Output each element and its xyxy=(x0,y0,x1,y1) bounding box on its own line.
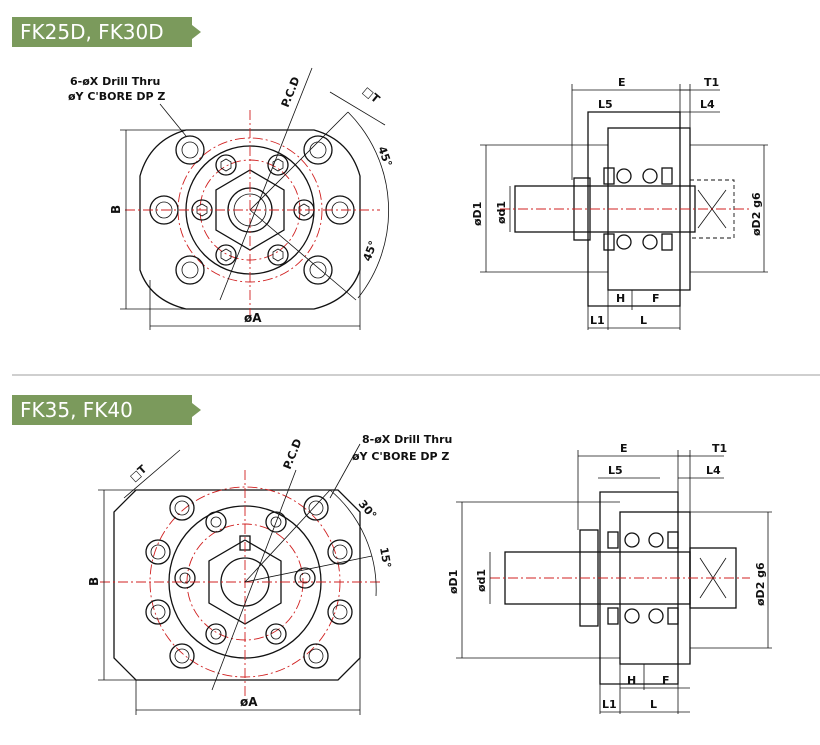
bottom-side-dim-l5: L5 xyxy=(608,464,623,477)
top-angle-arc xyxy=(347,111,389,299)
bottom-bearings xyxy=(607,531,679,625)
section-header-bottom-label: FK35, FK40 xyxy=(20,398,133,422)
bottom-flange-outline xyxy=(113,489,361,681)
top-square-dim xyxy=(329,91,386,126)
top-side-dim-l4: L4 xyxy=(700,98,715,111)
top-side-dim-d2: øD2 g6 xyxy=(750,192,763,236)
top-side-dim-f: F xyxy=(652,292,660,305)
top-pcd-label: P.C.D xyxy=(279,75,303,109)
bottom-front-view: 8-øX Drill Thru øY C'BORE DP Z P.C.D □T … xyxy=(87,433,452,715)
top-hole-note-1: 6-øX Drill Thru xyxy=(70,75,160,88)
bottom-side-dim-l4: L4 xyxy=(706,464,721,477)
top-angle-upper: 45° xyxy=(375,145,394,169)
top-side-dim-h: H xyxy=(616,292,625,305)
bottom-mount-holes xyxy=(145,495,353,669)
bottom-socket-screws xyxy=(174,511,316,645)
bottom-side-dim-t1: T1 xyxy=(712,442,727,455)
bottom-dim-b: B xyxy=(87,577,101,586)
section-header-top-label: FK25D, FK30D xyxy=(20,20,164,44)
top-side-dim-small-d1: ød1 xyxy=(495,201,508,224)
section-header-top: FK25D, FK30D xyxy=(12,17,201,47)
top-side-dim-d1: øD1 xyxy=(471,202,484,226)
top-side-dim-l1: L1 xyxy=(590,314,605,327)
bottom-hole-note-1: 8-øX Drill Thru xyxy=(362,433,452,446)
bottom-pcd-label: P.C.D xyxy=(281,437,305,471)
bottom-side-dim-l1: L1 xyxy=(602,698,617,711)
bottom-dim-a: øA xyxy=(240,695,258,709)
bottom-side-dim-l: L xyxy=(650,698,657,711)
top-bearings xyxy=(603,167,673,251)
top-side-dim-l: L xyxy=(640,314,647,327)
bottom-flange-body xyxy=(619,511,679,665)
bottom-angle-lower: 15° xyxy=(377,546,393,569)
top-side-view: E T1 L5 L4 øD1 ød1 øD2 g6 H F L1 L xyxy=(471,76,768,330)
section-divider xyxy=(12,374,820,376)
section-header-bottom: FK35, FK40 xyxy=(12,395,201,425)
bottom-housing-outline xyxy=(599,491,691,685)
top-front-view: 6-øX Drill Thru øY C'BORE DP Z P.C.D □T … xyxy=(68,67,395,330)
bottom-side-dim-small-d1: ød1 xyxy=(475,569,488,592)
top-hole-note-2: øY C'BORE DP Z xyxy=(68,90,165,103)
bottom-center-lines xyxy=(100,469,380,700)
bottom-square-label: □T xyxy=(127,462,149,484)
top-side-dim-t1: T1 xyxy=(704,76,719,89)
bottom-side-view: E T1 L5 L4 øD1 ød1 øD2 g6 H F L1 L xyxy=(447,442,772,714)
bottom-side-dim-d1: øD1 xyxy=(447,570,460,594)
top-angle-lower: 45° xyxy=(361,239,380,263)
top-square-label: □T xyxy=(360,84,382,106)
top-dim-a: øA xyxy=(244,311,262,325)
top-note-leader xyxy=(159,103,187,137)
bottom-side-dim-e: E xyxy=(620,442,628,455)
bottom-angle-upper: 30° xyxy=(356,498,379,522)
top-center-lines xyxy=(125,67,380,320)
bottom-side-dim-d2: øD2 g6 xyxy=(754,562,767,606)
top-side-dim-e: E xyxy=(618,76,626,89)
bottom-angle-arc xyxy=(329,489,377,597)
top-flange-outline xyxy=(139,129,361,310)
bottom-side-dim-f: F xyxy=(662,674,670,687)
top-side-dim-l5: L5 xyxy=(598,98,613,111)
top-dim-b: B xyxy=(109,205,123,214)
bottom-note-leader xyxy=(329,443,361,499)
bottom-side-dim-h: H xyxy=(627,674,636,687)
bottom-hole-note-2: øY C'BORE DP Z xyxy=(352,450,449,463)
